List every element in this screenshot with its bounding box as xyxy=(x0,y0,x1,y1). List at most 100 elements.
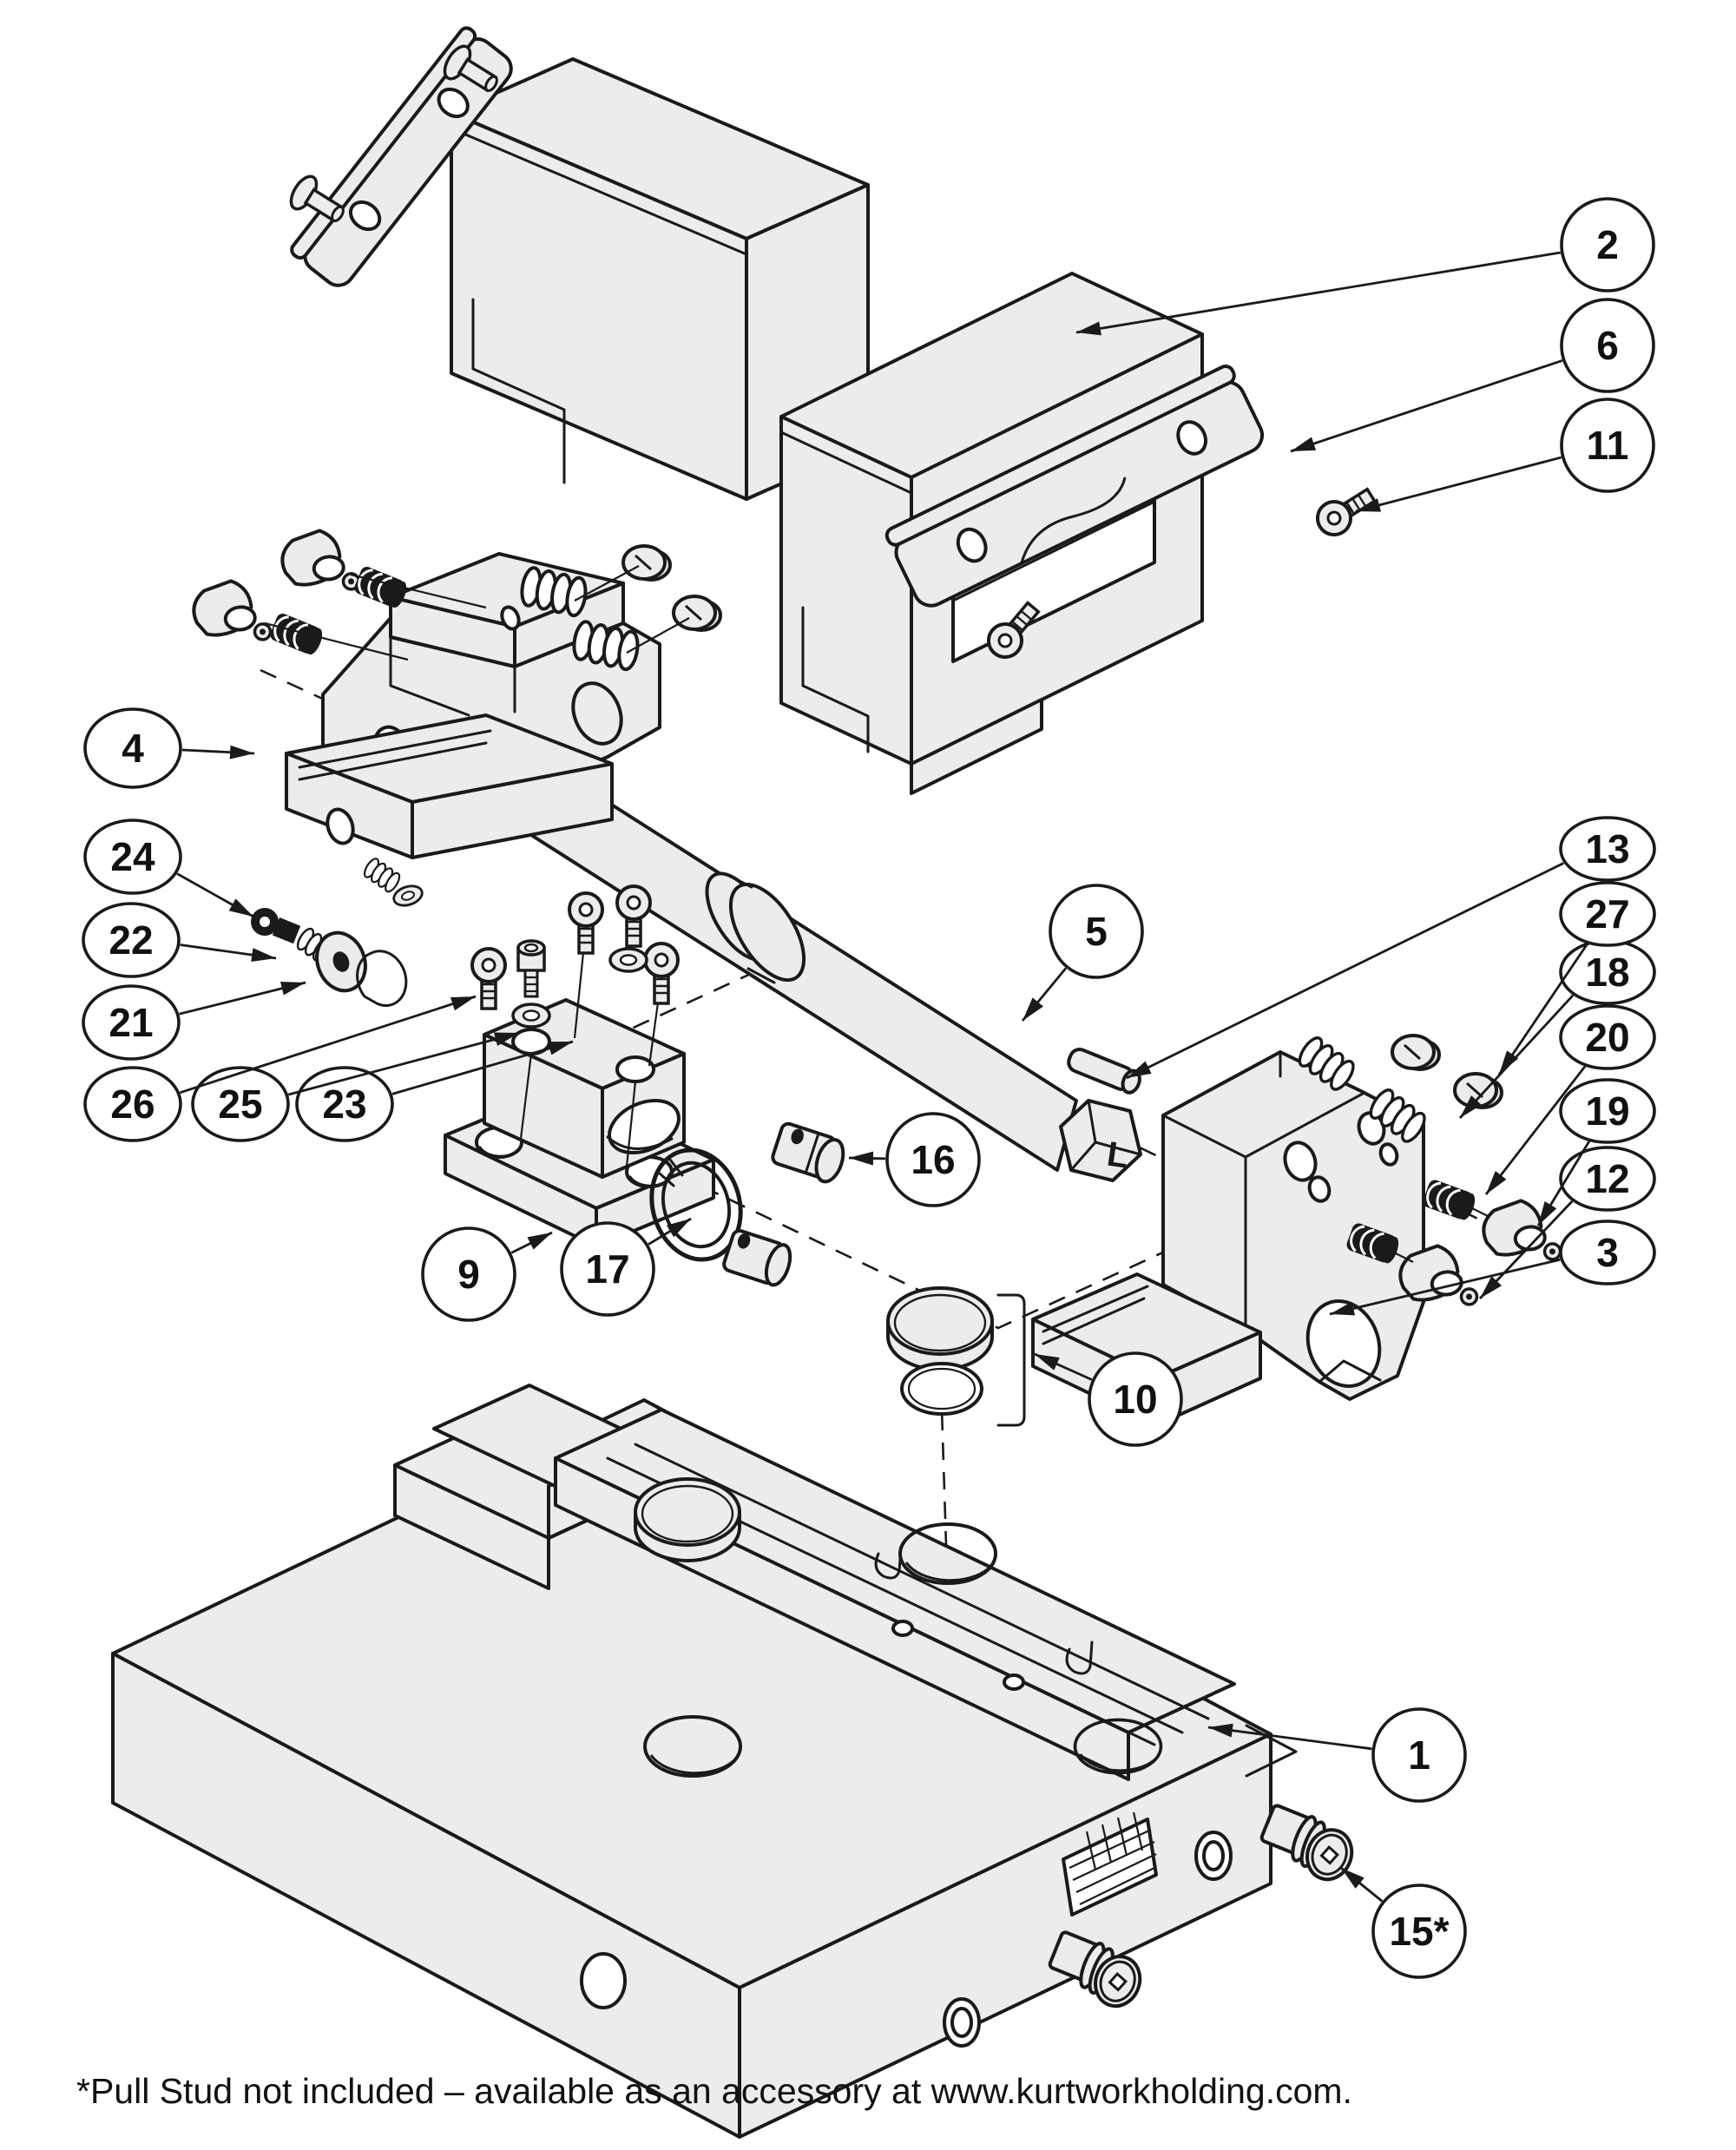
callout-label-18: 18 xyxy=(1585,950,1629,995)
part-collar-16 xyxy=(771,1121,845,1184)
leader-line-16 xyxy=(848,1151,886,1166)
callout-label-21: 21 xyxy=(108,1000,153,1045)
callout-bubble-5 xyxy=(1049,884,1144,979)
callout-26: 26 xyxy=(83,995,477,1142)
leader-line-15 xyxy=(1340,1866,1384,1903)
callout-3: 3 xyxy=(1329,1220,1656,1316)
callout-label-11: 11 xyxy=(1587,423,1629,468)
leader-line-18 xyxy=(1458,994,1575,1119)
callout-label-10: 10 xyxy=(1113,1377,1157,1422)
callout-label-20: 20 xyxy=(1585,1015,1629,1060)
part-pin xyxy=(1067,1048,1141,1095)
callout-label-23: 23 xyxy=(322,1082,366,1127)
callout-label-24: 24 xyxy=(110,834,155,879)
callout-layer: 12345691011121315*1617181920212223242526… xyxy=(82,197,1656,1979)
callout-bubble-9 xyxy=(421,1226,516,1322)
fastener-cluster-21-22-24 xyxy=(251,853,426,1007)
plug-left-1 xyxy=(621,544,672,582)
leader-line-22 xyxy=(180,944,277,963)
callout-bubble-15 xyxy=(1371,1884,1467,1979)
callout-bubble-4 xyxy=(83,707,182,789)
part-collar-half xyxy=(722,1228,792,1287)
callout-24: 24 xyxy=(83,819,254,918)
callout-11: 11 xyxy=(1355,398,1655,513)
shaft-end-letter: L xyxy=(1105,1135,1131,1176)
leader-line-25 xyxy=(287,1031,520,1096)
part-seal-cap-exploded xyxy=(886,1286,1026,1427)
clamp-finger-left-2 xyxy=(189,575,273,648)
leader-line-19 xyxy=(1536,1138,1592,1226)
callout-bubble-10 xyxy=(1088,1351,1183,1447)
leader-line-23 xyxy=(391,1040,574,1095)
callout-bubble-24 xyxy=(83,819,182,895)
callout-label-22: 22 xyxy=(108,917,153,963)
callout-12: 12 xyxy=(1478,1146,1656,1299)
part-movable-jaw-left xyxy=(285,552,661,859)
callout-label-19: 19 xyxy=(1585,1088,1629,1134)
serial-label-plate xyxy=(1062,1811,1158,1917)
j-slot-2 xyxy=(1065,1640,1094,1675)
part-jaw-plate-left xyxy=(290,26,513,287)
callout-22: 22 xyxy=(82,902,277,978)
nut-block-screw-3 xyxy=(470,947,507,1010)
leader-line-2 xyxy=(1075,251,1561,336)
callout-20: 20 xyxy=(1484,1004,1656,1195)
callout-6: 6 xyxy=(1290,298,1655,453)
plug-right-1 xyxy=(1391,1034,1441,1071)
callout-bubble-11 xyxy=(1560,398,1655,493)
part-jaw-plate-right xyxy=(884,365,1265,608)
callout-13: 13 xyxy=(1126,816,1656,1080)
set-screw-left-2 xyxy=(267,610,327,658)
callout-bubble-6 xyxy=(1560,298,1655,393)
callout-16: 16 xyxy=(848,1112,981,1207)
callout-label-2: 2 xyxy=(1596,222,1619,267)
leader-line-20 xyxy=(1484,1062,1588,1195)
callout-label-16: 16 xyxy=(911,1137,955,1182)
callout-10: 10 xyxy=(1034,1351,1183,1447)
callout-label-3: 3 xyxy=(1596,1230,1619,1275)
callout-bubble-2 xyxy=(1560,197,1655,293)
leader-line-26 xyxy=(179,995,477,1095)
callout-25: 25 xyxy=(191,1031,520,1142)
leader-line-4 xyxy=(181,745,255,759)
callout-21: 21 xyxy=(82,981,306,1061)
leader-line-17 xyxy=(648,1217,692,1246)
callout-label-1: 1 xyxy=(1408,1732,1430,1778)
callout-bubble-25 xyxy=(191,1066,290,1142)
callout-label-26: 26 xyxy=(110,1082,155,1127)
callout-bubble-19 xyxy=(1559,1078,1656,1144)
leader-line-10 xyxy=(1034,1352,1093,1381)
callout-4: 4 xyxy=(83,707,255,789)
callout-label-12: 12 xyxy=(1585,1156,1629,1201)
callout-label-15: 15* xyxy=(1389,1909,1449,1954)
callout-1: 1 xyxy=(1207,1707,1467,1803)
callout-15: 15* xyxy=(1340,1866,1467,1979)
leader-line-27 xyxy=(1497,940,1590,1075)
callout-bubble-21 xyxy=(82,984,181,1061)
callout-label-27: 27 xyxy=(1585,891,1629,937)
j-slot-1 xyxy=(874,1545,903,1580)
nut-block-washer-1 xyxy=(511,1003,551,1029)
leader-line-5 xyxy=(1021,967,1068,1022)
leader-line-6 xyxy=(1290,359,1563,453)
leader-line-3 xyxy=(1329,1258,1561,1316)
footnote: *Pull Stud not included – available as a… xyxy=(76,2071,1352,2111)
nut-block-screw-2 xyxy=(615,884,652,948)
callout-bubble-16 xyxy=(885,1112,981,1207)
part-stationary-jaw xyxy=(779,272,1204,795)
callout-label-5: 5 xyxy=(1085,909,1108,954)
leader-line-1 xyxy=(1207,1723,1372,1751)
callout-bubble-1 xyxy=(1371,1707,1467,1803)
leader-line-9 xyxy=(510,1231,553,1254)
callout-17: 17 xyxy=(560,1217,692,1317)
callout-label-6: 6 xyxy=(1596,323,1619,368)
nut-block-socket-screw xyxy=(516,939,546,998)
callout-bracket-10 xyxy=(996,1293,1026,1427)
leader-line-24 xyxy=(176,872,254,918)
leader-line-13 xyxy=(1126,862,1565,1080)
leader-line-21 xyxy=(179,981,306,1016)
callout-bubble-13 xyxy=(1559,816,1656,882)
set-screw-right-1 xyxy=(1420,1177,1480,1224)
leader-line-12 xyxy=(1478,1200,1574,1299)
